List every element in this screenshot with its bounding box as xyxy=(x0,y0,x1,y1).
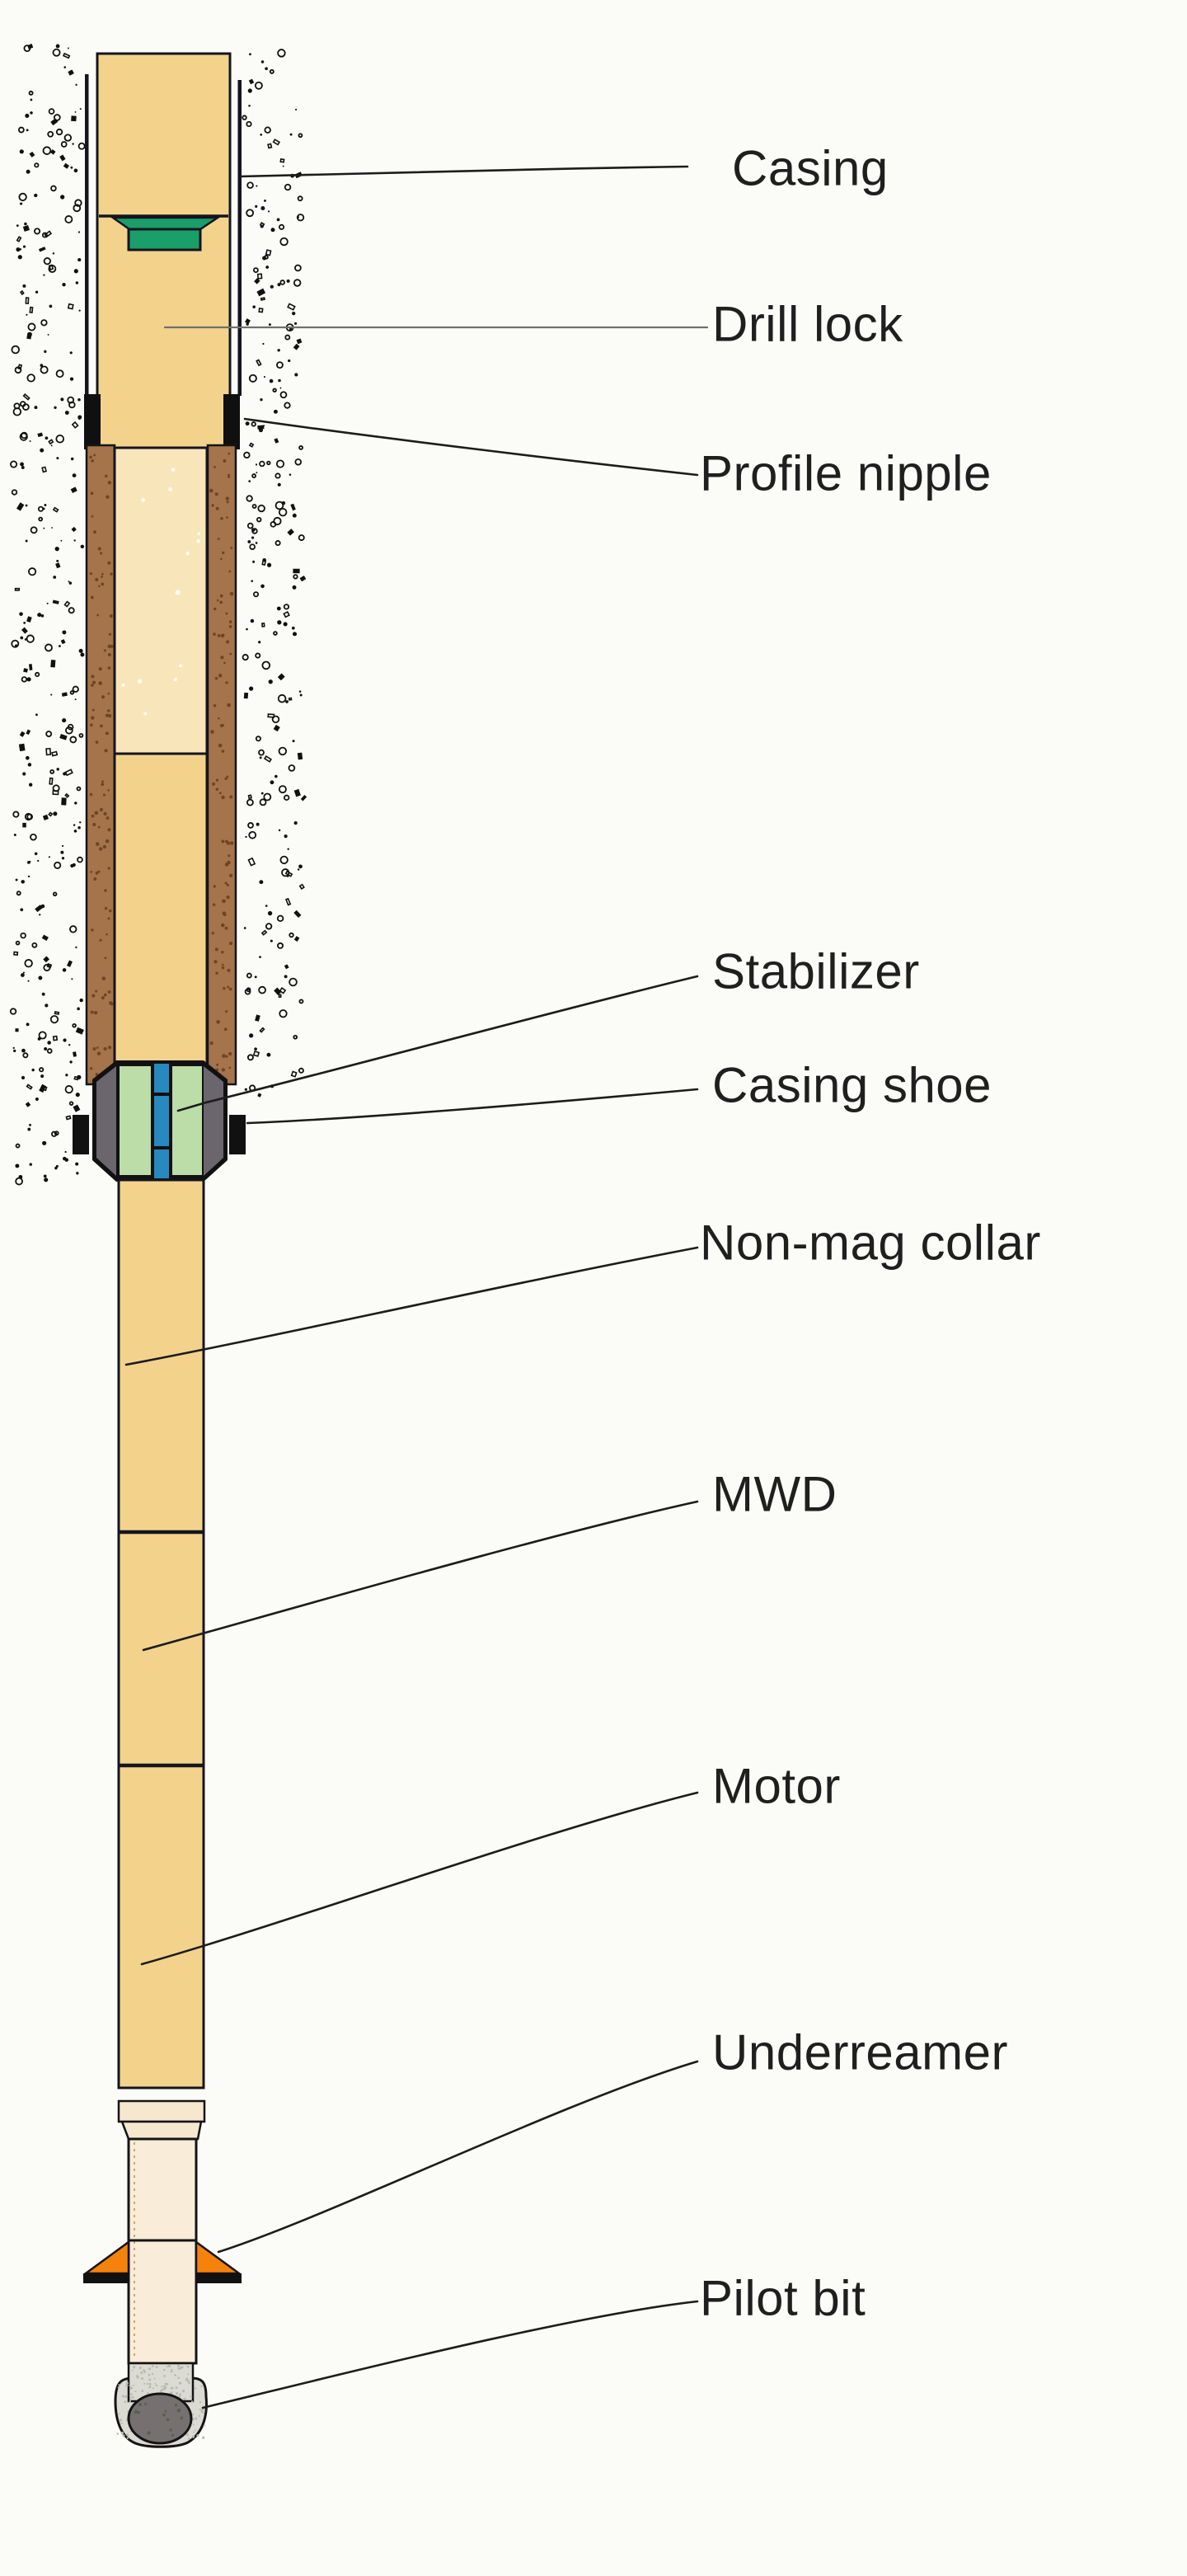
profile-nipple-left xyxy=(84,394,101,449)
leader-lines xyxy=(124,165,709,2409)
lower-drill-string xyxy=(117,1178,205,2089)
leader-pilot-bit xyxy=(201,2300,699,2409)
casing-shoe-wedge-left xyxy=(96,1066,116,1176)
casing-line-right xyxy=(237,80,242,396)
casing-shoe-tab-left xyxy=(73,1115,89,1154)
underreamer-body-pipe xyxy=(127,2137,198,2365)
gravel-texture-left xyxy=(9,44,86,1186)
inner-pipe-speckles xyxy=(121,468,201,716)
drill-lock-seat xyxy=(110,216,222,231)
leader-non-mag-collar xyxy=(124,1246,699,1366)
leader-profile-nipple xyxy=(243,417,699,477)
underreamer-wing-left xyxy=(82,2240,130,2275)
label-casing-shoe: Casing shoe xyxy=(712,1057,992,1113)
profile-nipple-right xyxy=(223,394,240,449)
drill-lock-body xyxy=(127,228,202,251)
leader-casing xyxy=(238,165,689,178)
casing-line-left xyxy=(85,74,89,396)
gravel-texture-right xyxy=(242,49,307,1098)
underreamer-neck-upper xyxy=(117,2099,206,2123)
underreamer-neck-lower xyxy=(120,2120,203,2141)
casing-wall-right xyxy=(206,444,237,1086)
label-non-mag-collar: Non-mag collar xyxy=(700,1215,1041,1271)
inner-pipe-upper xyxy=(113,446,209,755)
leader-mwd xyxy=(142,1500,699,1652)
casing-wall-texture xyxy=(89,452,234,1077)
pilot-bit-cone-dots xyxy=(134,2402,184,2437)
stabilizer-bore xyxy=(152,1062,171,1180)
casing-wall-left xyxy=(85,444,116,1086)
label-motor: Motor xyxy=(712,1758,841,1814)
underreamer-base-left xyxy=(83,2273,129,2283)
label-drill-lock: Drill lock xyxy=(712,296,903,352)
label-casing: Casing xyxy=(732,140,889,196)
casing-shoe-tab-right xyxy=(229,1115,246,1154)
inner-pipe-lower xyxy=(113,752,209,1065)
leader-underreamer xyxy=(217,2060,699,2254)
stabilizer-blade-left xyxy=(118,1065,152,1177)
casing-shoe-wedge-right xyxy=(204,1066,223,1176)
leader-stabilizer xyxy=(176,975,699,1112)
leader-casing-shoe xyxy=(246,1088,699,1125)
label-stabilizer: Stabilizer xyxy=(712,943,920,999)
underreamer-base-right xyxy=(196,2273,242,2283)
label-pilot-bit: Pilot bit xyxy=(700,2270,866,2326)
leader-motor xyxy=(140,1791,699,1966)
stabilizer-blade-right xyxy=(171,1065,204,1177)
label-mwd: MWD xyxy=(712,1466,837,1522)
label-underreamer: Underreamer xyxy=(712,2024,1008,2080)
label-profile-nipple: Profile nipple xyxy=(700,445,992,501)
